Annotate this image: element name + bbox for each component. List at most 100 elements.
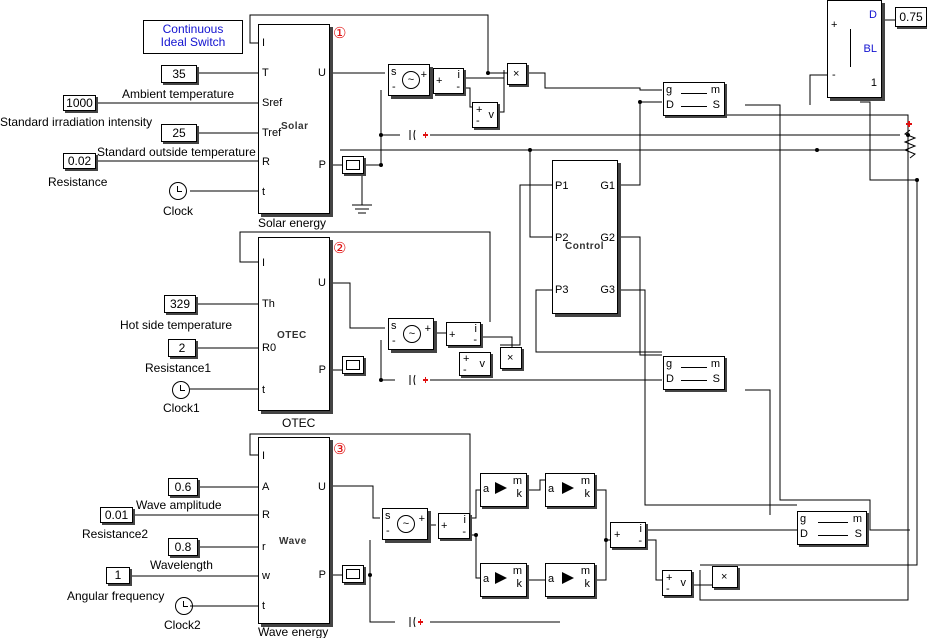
otec-subsystem[interactable]: I Th R0 t U P OTEC [258,237,330,411]
diode-icon [495,482,507,494]
cm2-minus: - [473,334,477,346]
cm3-i: i [463,514,466,526]
angular-label: Angular frequency [67,589,165,603]
control-subsystem[interactable]: P1 P2 P3 G1 G2 G3 Control [552,160,618,314]
scope-otec[interactable] [342,356,364,374]
ambient-const[interactable]: 35 [161,65,197,83]
solar-subsystem-label: Solar energy [258,216,327,230]
clock1-icon[interactable] [172,381,190,399]
scope-wave[interactable] [342,565,364,583]
solar-port-Tref: Tref [262,127,282,139]
otec-subsystem-label: OTEC [282,416,316,430]
vs-minus-port: - [392,81,396,93]
wave-icon-text: Wave [279,536,307,547]
cm4-minus: - [638,535,642,547]
resistance1-label: Resistance1 [145,361,212,375]
control-port-P2: P2 [555,232,569,244]
otec-icon-text: OTEC [277,330,307,341]
marker-3: ③ [333,440,347,458]
wave-port-I: I [262,450,266,462]
voltage-measure-solar[interactable]: + v - [472,102,498,128]
voltage-source-solar[interactable]: s + - ~ [388,64,430,96]
solar-port-Sref: Sref [262,97,283,109]
vs3-s-port: s [385,510,391,522]
vm1-plus: + [476,104,483,116]
control-port-P3: P3 [555,284,569,296]
hot-side-const[interactable]: 329 [164,295,196,313]
cm3-plus: + [441,520,448,532]
diode-3[interactable]: a m k [480,563,527,597]
outside-temp-const[interactable]: 25 [161,124,197,142]
clock2-icon[interactable] [175,597,193,615]
control-port-G3: G3 [600,284,615,296]
wave-port-r: r [262,541,266,553]
resistance-const[interactable]: 0.02 [63,153,96,169]
resistance1-const[interactable]: 2 [168,339,196,357]
ac-source-icon: ~ [402,71,420,89]
cm2-i: i [474,323,477,335]
mos3-D: D [800,528,808,540]
mos2-g: g [666,358,673,370]
diode-2[interactable]: a m k [545,473,595,507]
mos1-S: S [712,99,720,111]
diode-icon-3 [495,572,507,584]
irradiation-label: Standard irradiation intensity [0,115,153,129]
mos3-g: g [800,513,807,525]
d1-m: m [512,475,522,487]
current-measure-otec[interactable]: + i - [446,322,481,346]
vs-plus-port: + [420,69,427,81]
mos1-D: D [666,99,674,111]
d4-m: m [580,565,590,577]
scope-solar[interactable] [342,156,364,174]
wave-amp-const[interactable]: 0.6 [168,478,198,496]
solar-port-t: t [262,186,266,198]
current-measure-wave[interactable]: + i - [438,513,470,539]
vs2-s-port: s [391,320,397,332]
mosfet-3[interactable]: g m D S [797,511,867,545]
control-port-P1: P1 [555,180,569,192]
otec-port-Th: Th [262,298,275,310]
otec-port-U: U [318,277,326,289]
voltage-source-otec[interactable]: s + - ~ [388,318,434,350]
product-load[interactable]: × [712,566,738,588]
d3-k: k [516,578,523,590]
voltage-measure-otec[interactable]: + v - [459,352,491,376]
mosfet-1[interactable]: g m D S [663,82,725,116]
duty-const[interactable]: 0.75 [895,7,927,27]
prod3-symbol: × [721,571,728,583]
diode-1[interactable]: a m k [480,473,527,507]
vm1-minus: - [476,115,480,127]
voltage-source-wave[interactable]: s + - ~ [382,508,428,540]
current-measure-load[interactable]: + i - [610,522,646,548]
vm2-minus: - [463,364,467,376]
prod2-symbol: × [507,352,514,364]
product-otec[interactable]: × [500,347,522,369]
vs-s-port: s [391,66,397,78]
irradiation-const[interactable]: 1000 [63,95,96,111]
wave-port-A: A [262,481,270,493]
resistance2-const[interactable]: 0.01 [100,507,133,523]
voltage-measure-load[interactable]: + v - [662,570,692,596]
clock-icon[interactable] [169,182,187,200]
diode-icon-4 [562,572,574,584]
solar-subsystem[interactable]: I T Sref Tref R t U P Solar [258,24,330,214]
diode-4[interactable]: a m k [545,563,595,597]
wavelength-const[interactable]: 0.8 [168,538,198,556]
cm1-minus: - [456,81,460,93]
wave-port-P: P [318,569,326,581]
igbt-boost-block[interactable]: D BL 1 + - [827,0,882,98]
ac-source-icon-2: ~ [403,325,421,343]
current-measure-solar[interactable]: + i - [433,68,464,94]
product-solar[interactable]: × [507,63,527,85]
wave-subsystem[interactable]: I A R r w t U P Wave [258,437,330,624]
angular-const[interactable]: 1 [106,567,130,584]
outside-temp-label: Standard outside temperature [97,145,256,159]
otec-port-P: P [318,364,326,376]
mosfet-2[interactable]: g m D S [663,356,725,390]
vm2-v: v [479,358,486,370]
wave-port-R: R [262,509,270,521]
continuous-ideal-switch-note[interactable]: Continuous Ideal Switch [143,20,243,54]
marker-1: ① [333,24,347,42]
